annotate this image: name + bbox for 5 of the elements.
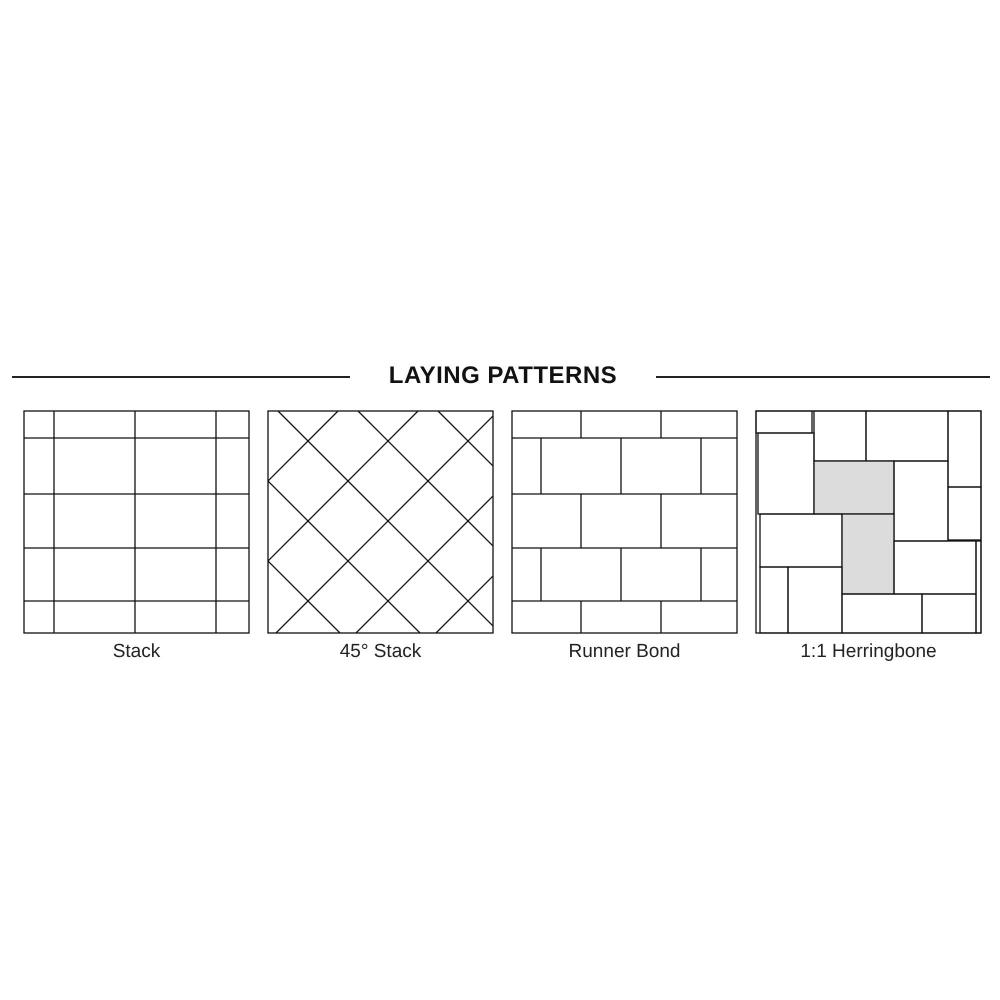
pattern-caption: 1:1 Herringbone [799, 641, 938, 663]
title: LAYING PATTERNS [388, 362, 618, 390]
pattern-caption: Runner Bond [568, 641, 682, 663]
pattern-caption: 45° Stack [338, 641, 422, 663]
pattern-caption: Stack [112, 641, 162, 663]
